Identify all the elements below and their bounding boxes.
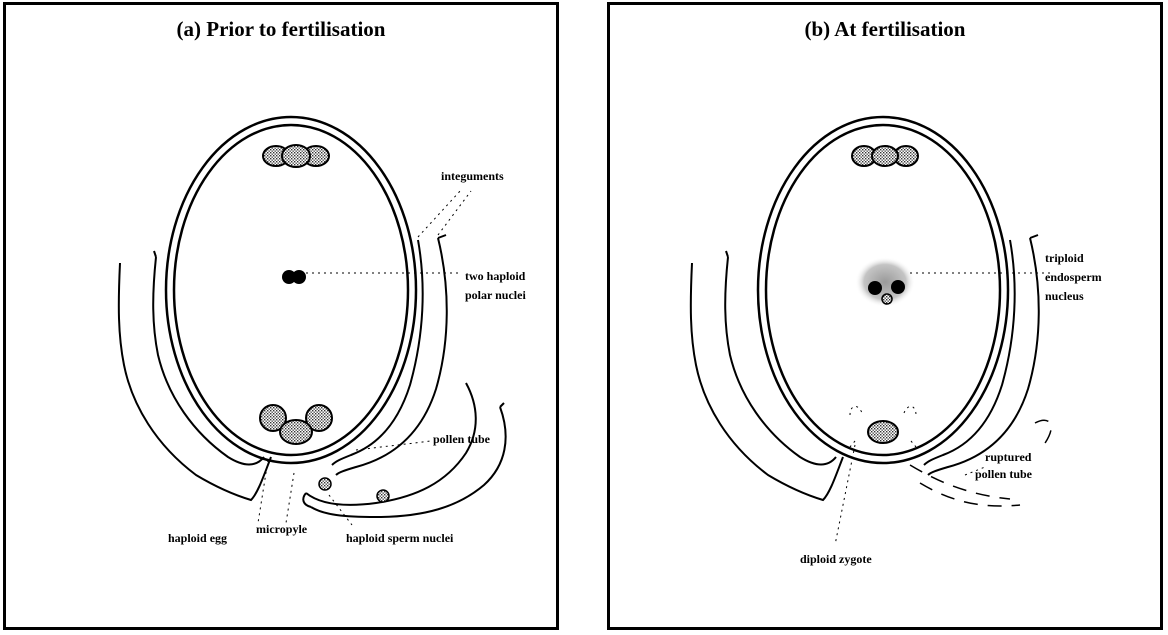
label-haploid-egg: haploid egg [168,529,227,548]
label-triploid-line2: endosperm [1045,268,1102,287]
panel-at-fertilisation: (b) At fertilisation [607,2,1163,630]
pollen-tube [303,383,505,517]
polar-nuclei [282,270,306,284]
right-integuments [332,235,447,475]
triploid-endosperm-nucleus [855,257,915,307]
antipodal-cells [852,146,918,166]
label-micropyle: micropyle [256,520,307,539]
label-sperm-nuclei: haploid sperm nuclei [346,529,453,548]
left-integuments [119,251,271,500]
label-ruptured-line2: pollen tube [975,465,1032,484]
panel-prior-to-fertilisation: (a) Prior to fertilisation [3,2,559,630]
right-integuments [924,235,1039,475]
label-pollen-tube: pollen tube [433,430,490,449]
label-polar-nuclei-line1: two haploid [465,267,525,286]
leader-lines [835,273,1050,545]
label-integuments: integuments [441,167,504,186]
sperm-nuclei [319,478,389,502]
embryo-sac-outer [166,117,416,463]
ovule-diagram-b [610,5,1160,627]
egg-apparatus [260,405,332,444]
diploid-zygote [850,406,916,447]
label-triploid-line1: triploid [1045,249,1084,268]
label-diploid-zygote: diploid zygote [800,550,872,569]
label-polar-nuclei-line2: polar nuclei [465,286,526,305]
antipodal-cells [263,145,329,167]
label-triploid-line3: nucleus [1045,287,1084,306]
embryo-sac-inner [174,125,408,455]
